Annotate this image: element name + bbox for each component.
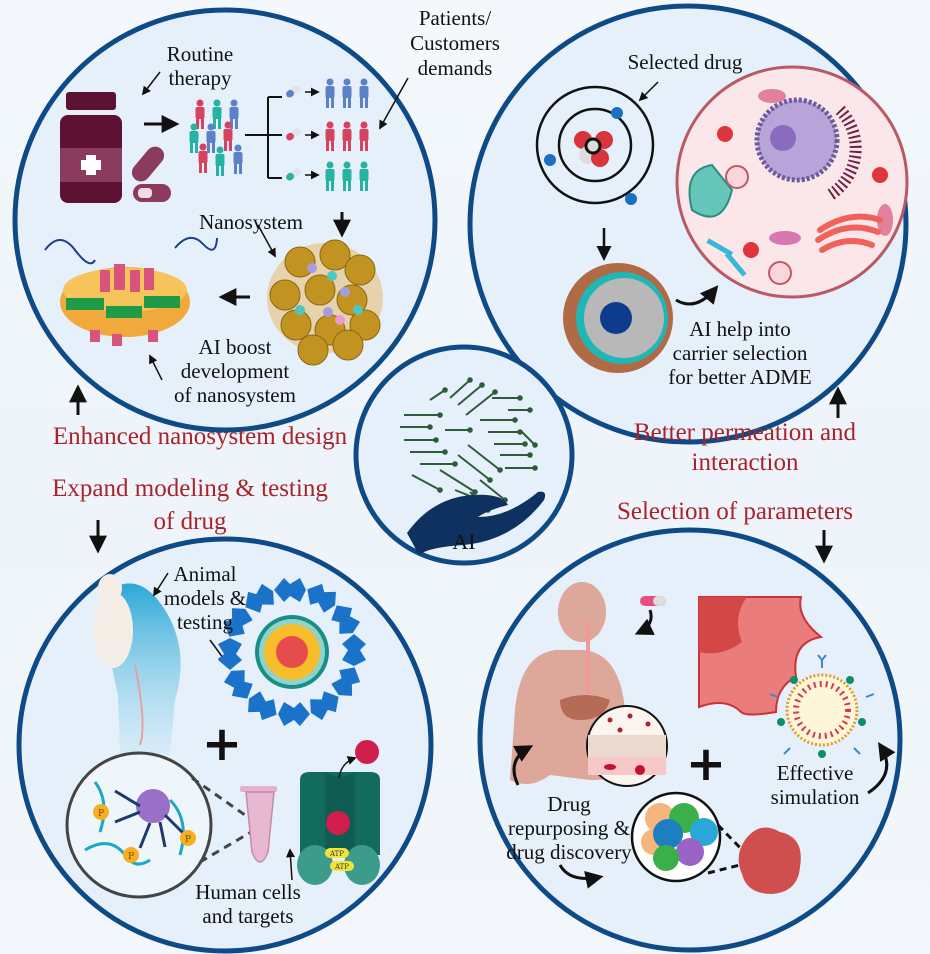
- receptor-target-icon: [218, 578, 366, 726]
- nanoparticle-cluster-icon: [267, 239, 383, 366]
- label-ai-help-carrier: AI help into carrier selection for bette…: [668, 317, 812, 389]
- flow-label-selection-parameters: Selection of parameters: [616, 498, 853, 525]
- lipid-membrane-nanosystem-icon: [44, 237, 218, 346]
- arrow-ai-boost-label: [149, 354, 163, 381]
- test-tube-icon: [240, 786, 277, 863]
- arrow-nanosystem-label: [257, 224, 276, 258]
- arrow-drug-up: [512, 745, 534, 786]
- eukaryotic-cell-icon: [675, 65, 909, 299]
- tumor-mass-icon: [738, 827, 801, 894]
- label-effective-simulation: Effective simulation: [770, 761, 860, 809]
- phospho-marker: P: [128, 852, 134, 862]
- arrow-carrier-to-cell: [675, 285, 719, 306]
- label-animal-models: Animal models & testing: [163, 562, 247, 634]
- flow-label-better-permeation: Better permeation and interaction: [633, 419, 857, 476]
- label-drug-repurposing: Drug repurposing & drug discovery: [506, 792, 632, 864]
- medicine-bottle-icon: [60, 92, 122, 203]
- atom-selected-drug-icon: [535, 85, 655, 205]
- circuit-brain-icon: [400, 377, 538, 513]
- cell-cluster-zoom-icon: [630, 791, 722, 883]
- flow-label-enhanced-nanosystem: Enhanced nanosystem design: [52, 423, 348, 450]
- zoom-dashed-lines: [191, 776, 259, 864]
- label-selected-drug: Selected drug: [627, 50, 743, 74]
- label-ai-boost: AI boost development of nanosystem: [174, 335, 296, 407]
- label-routine-therapy: Routine therapy: [166, 42, 234, 90]
- arrow-routine-label: [141, 71, 161, 96]
- arrow-human-cells-label: [285, 848, 295, 881]
- intestinal-absorption-zoom-icon: [586, 705, 668, 787]
- atp-transporter-icon: ATP ATP: [297, 740, 380, 885]
- center-ai-label: AI: [452, 529, 476, 554]
- capsule-pills-icon: [131, 146, 171, 202]
- mixed-population-icon: [189, 99, 243, 176]
- phospho-marker: P: [98, 809, 104, 819]
- label-human-cells: Human cells and targets: [195, 880, 301, 928]
- label-nanosystem: Nanosystem: [199, 210, 303, 234]
- stratified-groups-icon: [286, 78, 369, 191]
- liposome-nanocarrier-icon: [769, 654, 875, 758]
- tumor-tissue-icon: [698, 596, 824, 716]
- arrow-patients-label: [379, 77, 409, 130]
- atp-marker: ATP: [329, 850, 344, 858]
- flow-label-expand-modeling: Expand modeling & testing of drug: [52, 475, 328, 535]
- carrier-nanoparticle-icon: [563, 263, 673, 373]
- arrow-animal-label: [153, 572, 169, 597]
- mouse-in-gloved-hand-icon: [93, 574, 181, 755]
- arrow-selected-drug-label: [638, 81, 659, 102]
- label-patients-demands: Patients/ Customers demands: [410, 6, 500, 80]
- plus-sign: +: [686, 736, 726, 792]
- arrow-simulation-up: [867, 741, 896, 795]
- phospho-marker: P: [185, 835, 191, 845]
- antibody-zoom-icon: P P P: [65, 751, 213, 899]
- arrow-drug-right: [558, 864, 604, 889]
- plus-sign: +: [202, 716, 242, 772]
- hand-icon: [407, 491, 546, 555]
- branch-arrows: [245, 96, 282, 179]
- atp-marker: ATP: [334, 863, 349, 871]
